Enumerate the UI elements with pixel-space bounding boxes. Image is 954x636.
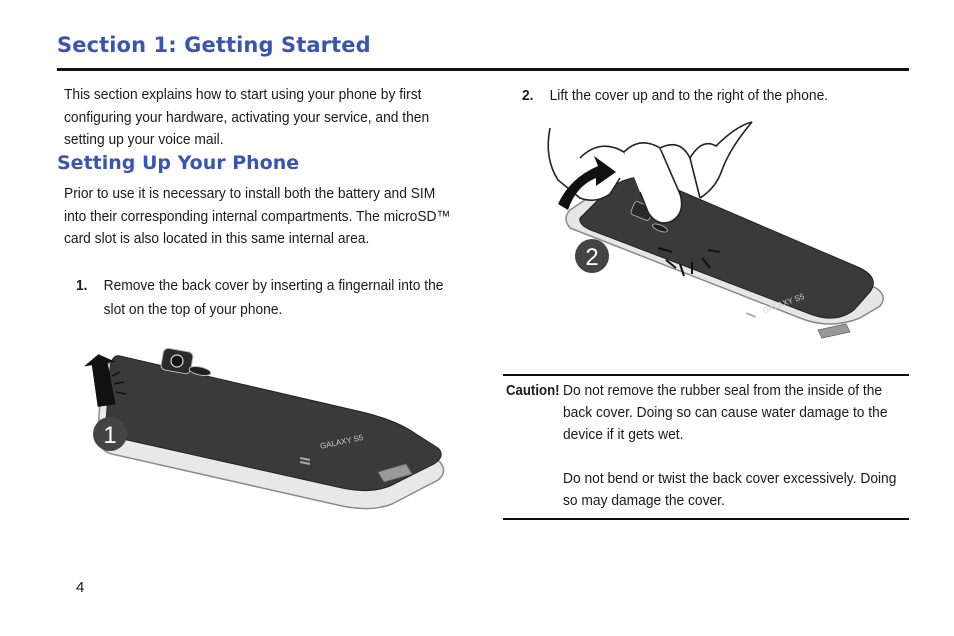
step-1-number: 1. bbox=[76, 277, 88, 294]
step-2: 2. Lift the cover up and to the right of… bbox=[522, 84, 908, 108]
step-2-number: 2. bbox=[522, 87, 534, 104]
title-rule bbox=[57, 68, 909, 71]
caution-paragraph-2: Do not bend or twist the back cover exce… bbox=[563, 470, 897, 509]
caution-paragraph-1: Do not remove the rubber seal from the i… bbox=[563, 382, 888, 443]
intro-paragraph: This section explains how to start using… bbox=[64, 86, 430, 148]
step-2-text: Lift the cover up and to the right of th… bbox=[549, 87, 829, 104]
caution-bottom-rule bbox=[503, 518, 909, 520]
figure-remove-cover: GALAXY S5 1 bbox=[83, 347, 445, 510]
setup-heading: Setting Up Your Phone bbox=[57, 152, 300, 174]
caution-top-rule bbox=[503, 374, 909, 376]
page-number: 4 bbox=[76, 579, 85, 596]
hand-illustration bbox=[547, 121, 753, 224]
caution-label: Caution! bbox=[506, 382, 560, 399]
figure-lift-cover: GALAXY S5 2 bbox=[547, 121, 884, 339]
setup-paragraph: Prior to use it is necessary to install … bbox=[64, 185, 451, 247]
caution-text: Do not remove the rubber seal from the i… bbox=[563, 380, 913, 512]
step-1: 1. Remove the back cover by inserting a … bbox=[76, 274, 462, 322]
figure2-badge: 2 bbox=[585, 244, 598, 271]
step-1-text: Remove the back cover by inserting a fin… bbox=[103, 277, 444, 318]
click-indicator-icon bbox=[657, 247, 721, 277]
section-title: Section 1: Getting Started bbox=[57, 33, 371, 57]
curved-arrow-icon bbox=[558, 156, 616, 210]
arrow-up-icon bbox=[83, 354, 116, 407]
click-indicator-icon bbox=[111, 371, 127, 395]
figure1-badge: 1 bbox=[103, 422, 116, 449]
